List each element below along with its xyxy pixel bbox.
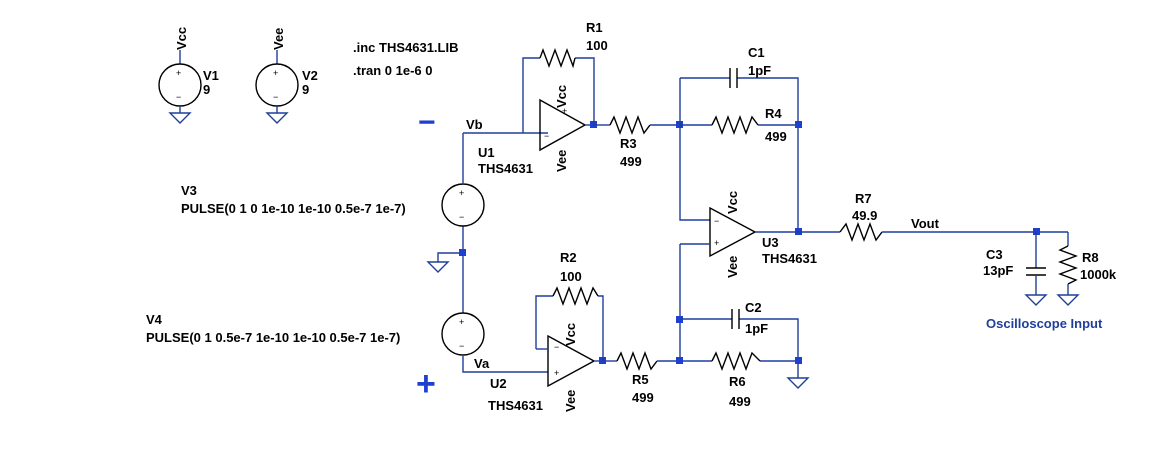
resistor-name-r7: R7 [855, 191, 872, 206]
opamp-supply-vee-u1: Vee [554, 150, 569, 172]
svg-text:+: + [714, 238, 719, 248]
capacitor-name-c3: C3 [986, 247, 1003, 262]
svg-text:+: + [554, 368, 559, 378]
junction [795, 121, 802, 128]
svg-text:+: + [273, 68, 278, 78]
resistor-name-r3: R3 [620, 136, 637, 151]
net-label-vout: Vout [911, 216, 940, 231]
resistor-value-r6: 499 [729, 394, 751, 409]
source-value-v2: 9 [302, 82, 309, 97]
opamp-model-u2: THS4631 [488, 398, 543, 413]
svg-text:+: + [562, 106, 567, 116]
svg-text:−: − [554, 342, 559, 352]
svg-text:−: − [459, 341, 464, 351]
source-name-v3: V3 [181, 183, 197, 198]
source-name-v1: V1 [203, 68, 219, 83]
resistor-r2[interactable]: R2 100 [552, 250, 599, 306]
capacitor-c2[interactable]: C2 1pF [731, 300, 768, 336]
polarity-minus-label: − [418, 106, 436, 139]
resistor-r6[interactable]: R6 499 [711, 351, 761, 409]
opamp-u2[interactable]: − + Vcc Vee U2 THS4631 [488, 323, 606, 413]
svg-text:−: − [273, 92, 278, 102]
net-label-vb: Vb [466, 117, 483, 132]
opamp-supply-vcc-u1: Vcc [554, 85, 569, 108]
capacitor-value-c1: 1pF [748, 63, 771, 78]
resistor-name-r6: R6 [729, 374, 746, 389]
capacitor-c3[interactable]: C3 13pF [983, 232, 1048, 306]
svg-text:−: − [176, 92, 181, 102]
source-value-v4: PULSE(0 1 0.5e-7 1e-10 1e-10 0.5e-7 1e-7… [146, 330, 400, 345]
source-value-v1: 9 [203, 82, 210, 97]
opamp-supply-vcc-u3: Vcc [725, 191, 740, 214]
source-v2[interactable]: + − Vee V2 9 [255, 28, 318, 124]
resistor-value-r1: 100 [586, 38, 608, 53]
capacitor-c1[interactable]: C1 1pF [729, 45, 771, 88]
svg-text:−: − [544, 131, 549, 141]
resistor-r7[interactable]: R7 49.9 [839, 191, 883, 242]
opamp-model-u1: THS4631 [478, 161, 533, 176]
opamp-supply-vcc-u2: Vcc [563, 323, 578, 346]
source-value-v3: PULSE(0 1 0 1e-10 1e-10 0.5e-7 1e-7) [181, 201, 406, 216]
svg-text:−: − [459, 212, 464, 222]
polarity-plus-label: + [416, 365, 436, 403]
wire-u3-feedback [679, 77, 799, 232]
directive-include[interactable]: .inc THS4631.LIB [353, 40, 458, 55]
wire-u2-feedback [535, 295, 604, 361]
directive-tran[interactable]: .tran 0 1e-6 0 [353, 63, 433, 78]
resistor-name-r1: R1 [586, 20, 603, 35]
resistor-value-r8: 1000k [1080, 267, 1117, 282]
opamp-u1[interactable]: + − Vcc Vee U1 THS4631 [478, 85, 597, 176]
resistor-value-r2: 100 [560, 269, 582, 284]
opamp-name-u2: U2 [490, 376, 507, 391]
junction [1033, 228, 1040, 235]
svg-text:+: + [459, 317, 464, 327]
resistor-r5[interactable]: R5 499 [616, 351, 658, 405]
resistor-r3[interactable]: R3 499 [609, 115, 651, 169]
junction [459, 249, 466, 256]
capacitor-value-c3: 13pF [983, 263, 1013, 278]
opamp-supply-vee-u2: Vee [563, 390, 578, 412]
wire-input-network [437, 132, 548, 373]
ground-symbol [786, 377, 810, 389]
capacitor-name-c2: C2 [745, 300, 762, 315]
ground-symbol [426, 261, 450, 273]
resistor-r4[interactable]: R4 499 [711, 106, 787, 144]
svg-text:+: + [459, 188, 464, 198]
net-label-vee-v2: Vee [271, 28, 286, 50]
resistor-r8[interactable]: R8 1000k [1056, 232, 1117, 306]
resistor-name-r2: R2 [560, 250, 577, 265]
resistor-value-r4: 499 [765, 129, 787, 144]
capacitor-name-c1: C1 [748, 45, 765, 60]
ground-symbol [265, 112, 289, 124]
junction [676, 357, 683, 364]
resistor-name-r4: R4 [765, 106, 782, 121]
junction [795, 357, 802, 364]
oscilloscope-input-label: Oscilloscope Input [986, 316, 1103, 331]
opamp-supply-vee-u3: Vee [725, 256, 740, 278]
source-name-v4: V4 [146, 312, 163, 327]
wire-u1-feedback [522, 57, 595, 133]
opamp-name-u1: U1 [478, 145, 495, 160]
opamp-u3[interactable]: − + Vcc Vee U3 THS4631 [709, 191, 817, 278]
resistor-name-r8: R8 [1082, 250, 1099, 265]
resistor-value-r5: 499 [632, 390, 654, 405]
source-name-v2: V2 [302, 68, 318, 83]
net-label-vcc-v1: Vcc [174, 27, 189, 50]
capacitor-value-c2: 1pF [745, 321, 768, 336]
net-label-va: Va [474, 356, 490, 371]
junction [676, 316, 683, 323]
svg-text:+: + [176, 68, 181, 78]
opamp-name-u3: U3 [762, 235, 779, 250]
resistor-value-r3: 499 [620, 154, 642, 169]
source-v3[interactable]: + − V3 PULSE(0 1 0 1e-10 1e-10 0.5e-7 1e… [181, 183, 485, 227]
opamp-model-u3: THS4631 [762, 251, 817, 266]
resistor-r1[interactable]: R1 100 [539, 20, 608, 69]
resistor-value-r7: 49.9 [852, 208, 877, 223]
svg-text:−: − [714, 216, 719, 226]
source-v4[interactable]: + − V4 PULSE(0 1 0.5e-7 1e-10 1e-10 0.5e… [146, 312, 485, 356]
resistor-name-r5: R5 [632, 372, 649, 387]
source-v1[interactable]: + − Vcc V1 9 [158, 27, 219, 124]
ground-symbol [168, 112, 192, 124]
